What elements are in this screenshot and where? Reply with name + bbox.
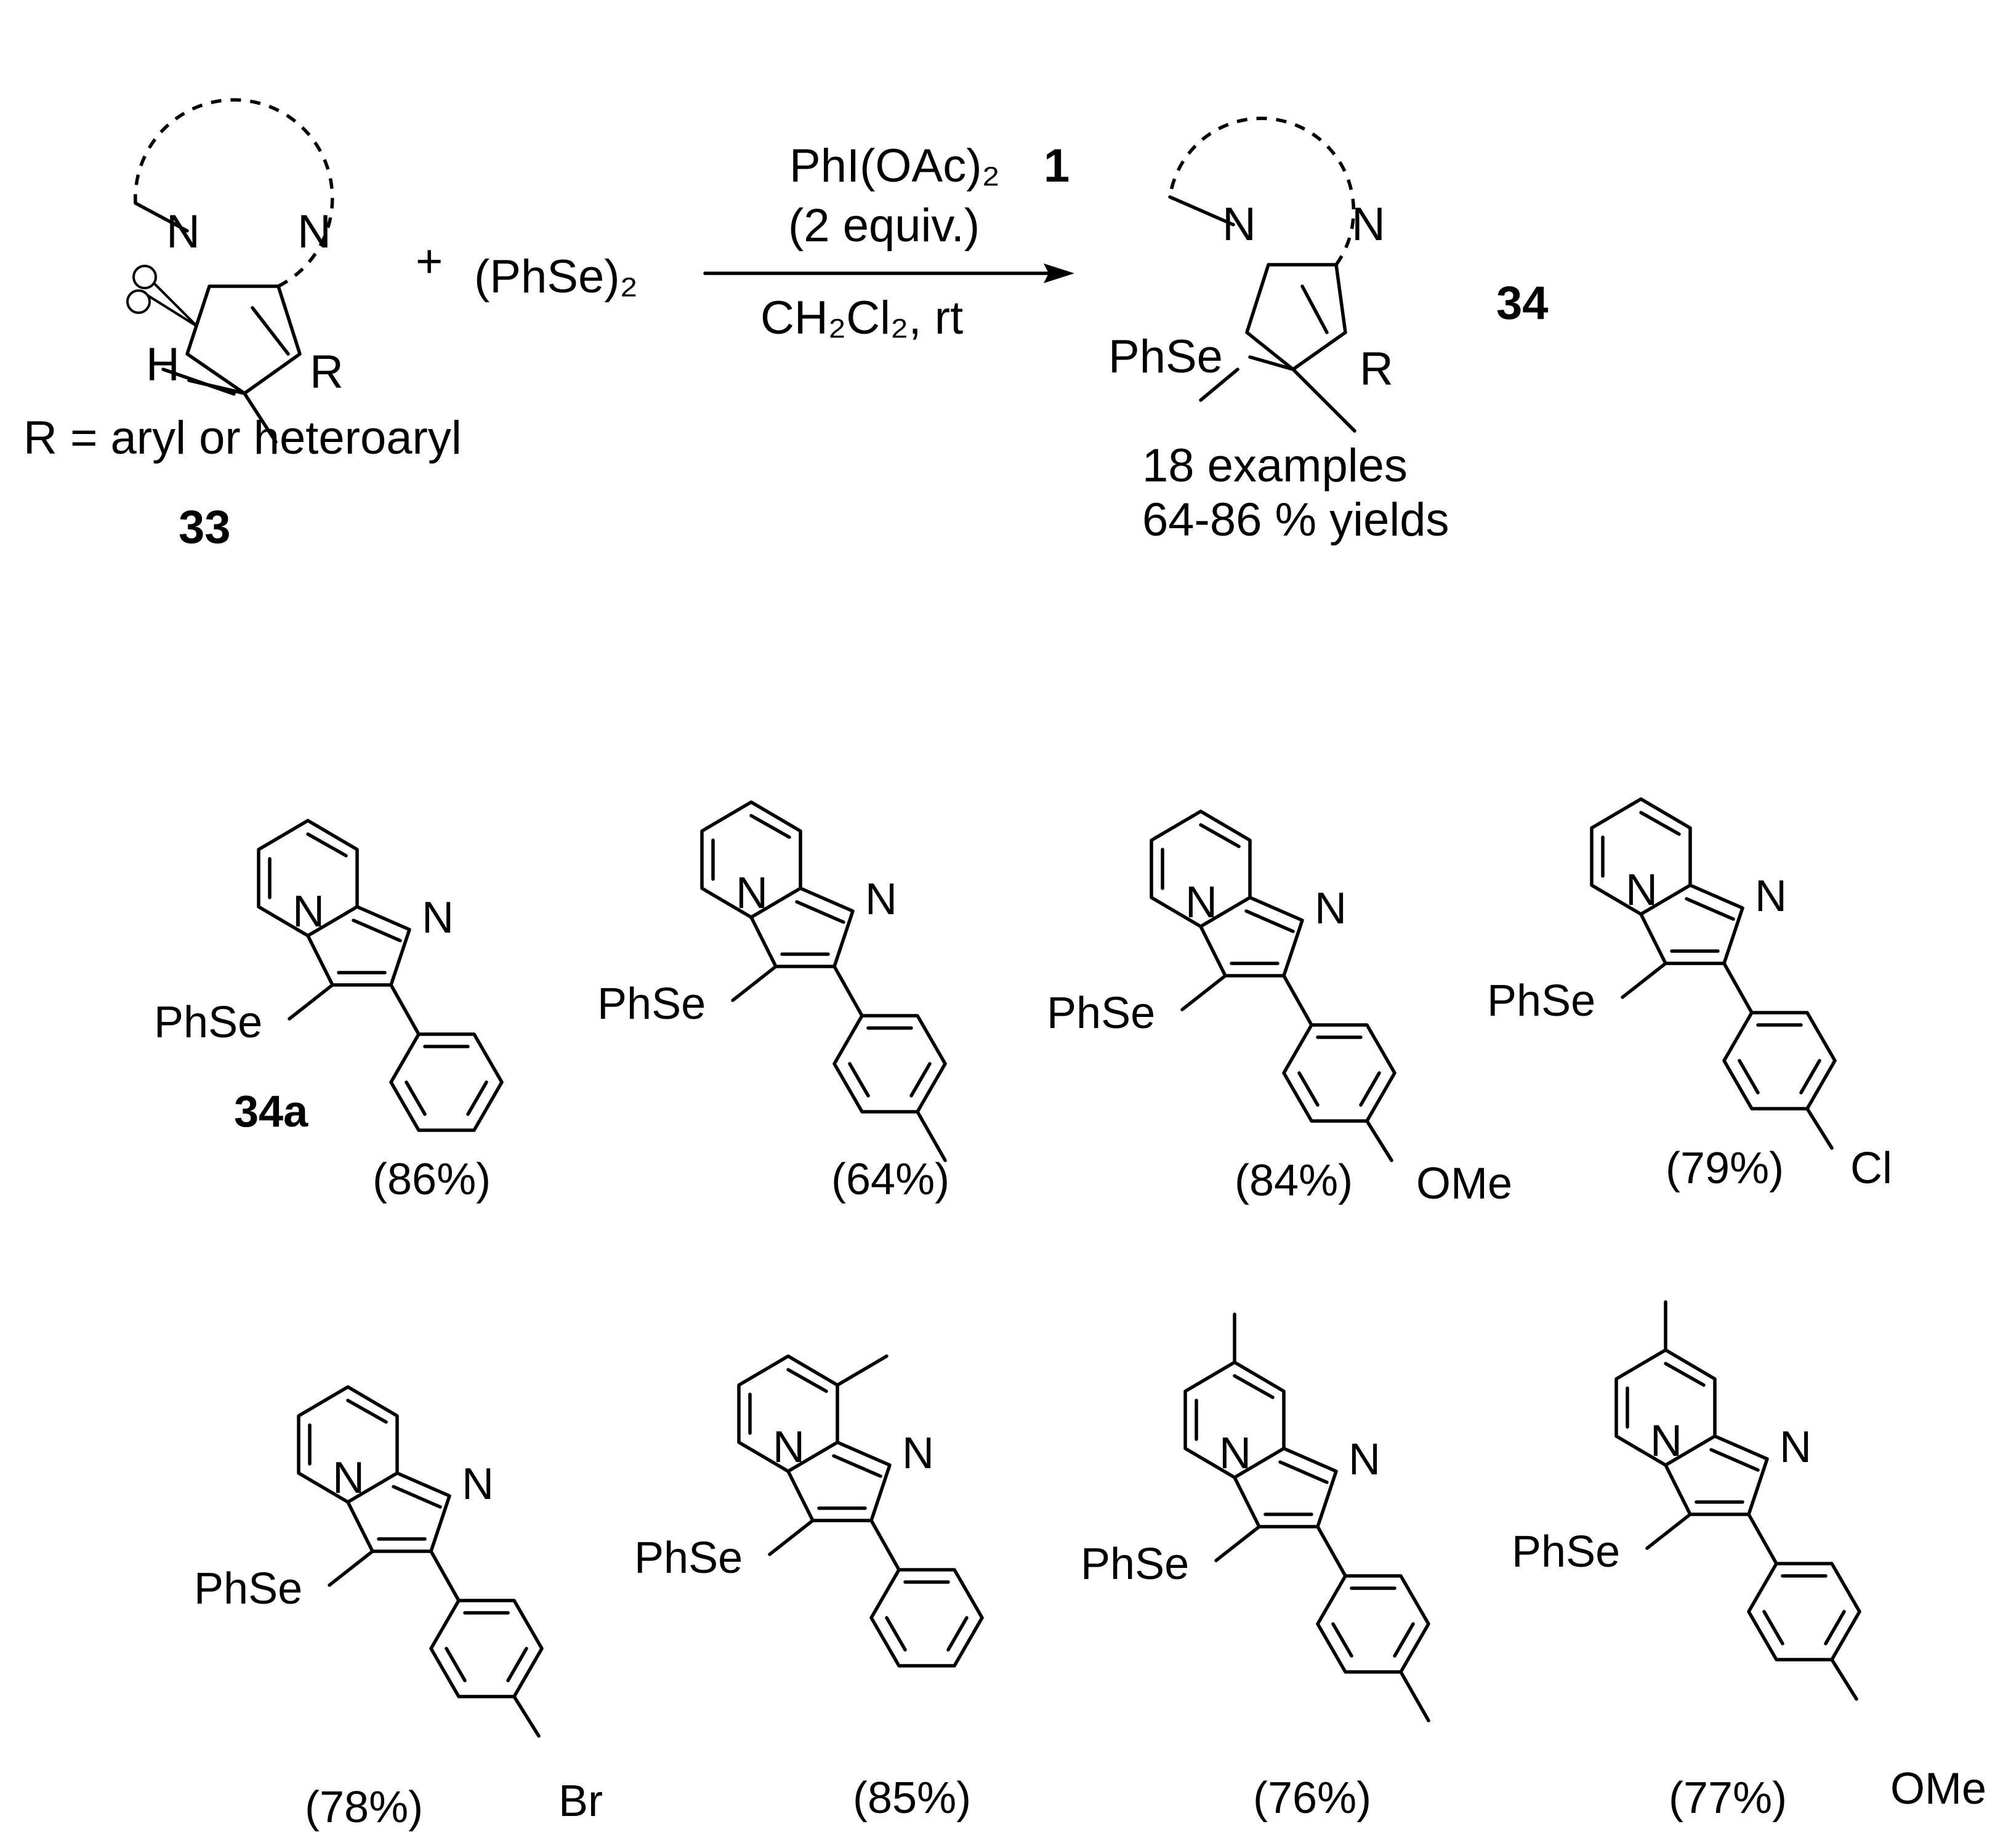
yield-label: (79%) (1666, 1144, 1784, 1193)
phse-label: PhSe (597, 979, 706, 1029)
ring-n: N (736, 869, 768, 918)
substrate-n1: N (166, 206, 200, 258)
examples-count: 18 examples (1142, 440, 1408, 492)
oxidant: PhI(OAc)₂ (789, 140, 1000, 192)
diselenide-reagent: (PhSe)₂ (474, 251, 638, 303)
ring-n2: N (902, 1429, 934, 1478)
substituent-label: OMe (1416, 1159, 1512, 1208)
phse-label: PhSe (1081, 1540, 1189, 1589)
product-7-methyl-methoxyphenyl: N N PhSe (77%) OMe (1512, 1300, 1986, 1823)
ring-n: N (1626, 866, 1658, 915)
substrate-n3: N (297, 206, 331, 258)
product-34a: N N PhSe 34a (86%) (154, 821, 502, 1204)
ring-n: N (292, 887, 324, 936)
yield-range: 64-86 % yields (1142, 494, 1449, 546)
substituent-label: Cl (1850, 1144, 1892, 1193)
plus-sign: + (416, 235, 443, 287)
yield-label: (78%) (305, 1783, 423, 1832)
product-8-methyl: N N PhSe (85%) (634, 1354, 982, 1823)
product-phse: PhSe (1108, 331, 1223, 383)
scissors-icon (126, 265, 198, 327)
yield-label: (86%) (373, 1155, 491, 1204)
ring-n: N (773, 1423, 805, 1472)
product-n1: N (1222, 198, 1256, 251)
phse-label: PhSe (1047, 989, 1155, 1038)
substrate-r: R (310, 346, 344, 398)
substrate-r-definition: R = aryl or heteroaryl (23, 412, 462, 464)
phse-label: PhSe (1512, 1527, 1620, 1577)
product-n3: N (1352, 198, 1385, 251)
phse-label: PhSe (194, 1564, 302, 1613)
compound-label-34a: 34a (234, 1087, 308, 1136)
substrate-number: 33 (179, 501, 231, 553)
phse-label: PhSe (634, 1533, 743, 1583)
yield-label: (84%) (1235, 1156, 1353, 1205)
reaction-conditions: CH₂Cl₂, rt (760, 292, 963, 344)
ring-n: N (1185, 878, 1217, 927)
yield-label: (77%) (1669, 1774, 1787, 1823)
ring-n2: N (1779, 1423, 1812, 1472)
phse-label: PhSe (154, 998, 262, 1047)
reaction-arrow (703, 263, 1074, 283)
yield-label: (85%) (853, 1774, 971, 1823)
substituent-label: OMe (1890, 1764, 1986, 1814)
substrate-33: N N H R R = aryl or heteroaryl 33 (23, 98, 462, 553)
product-chlorophenyl: N N PhSe (79%) Cl (1487, 799, 1892, 1193)
product-methoxyphenyl: N N PhSe (84%) OMe (1047, 811, 1512, 1208)
product-number: 34 (1496, 277, 1549, 329)
phse-label: PhSe (1487, 976, 1595, 1026)
ring-n2: N (1315, 884, 1347, 933)
product-r: R (1360, 343, 1393, 395)
ring-n2: N (462, 1460, 494, 1509)
ring-n: N (1650, 1416, 1682, 1466)
ring-n2: N (1755, 872, 1787, 921)
product-tolyl: N N PhSe (64%) (597, 802, 949, 1204)
ring-n2: N (1348, 1435, 1380, 1484)
ring-n2: N (422, 893, 454, 942)
oxidant-number: 1 (1044, 140, 1070, 192)
yield-label: (64%) (831, 1155, 949, 1204)
ring-n: N (332, 1453, 365, 1503)
oxidant-equivalents: (2 equiv.) (788, 199, 980, 252)
product-bromophenyl: N N PhSe (78%) Br (194, 1387, 603, 1832)
substituent-label: Br (558, 1777, 603, 1826)
product-7-methyl-tolyl: N N PhSe (76%) (1081, 1312, 1430, 1823)
ring-n: N (1219, 1429, 1251, 1478)
product-34-general: N N PhSe R 34 18 examples 64-86 % yields (1108, 116, 1549, 546)
ring-n2: N (865, 875, 897, 924)
yield-label: (76%) (1253, 1774, 1371, 1823)
substrate-h: H (146, 339, 180, 391)
